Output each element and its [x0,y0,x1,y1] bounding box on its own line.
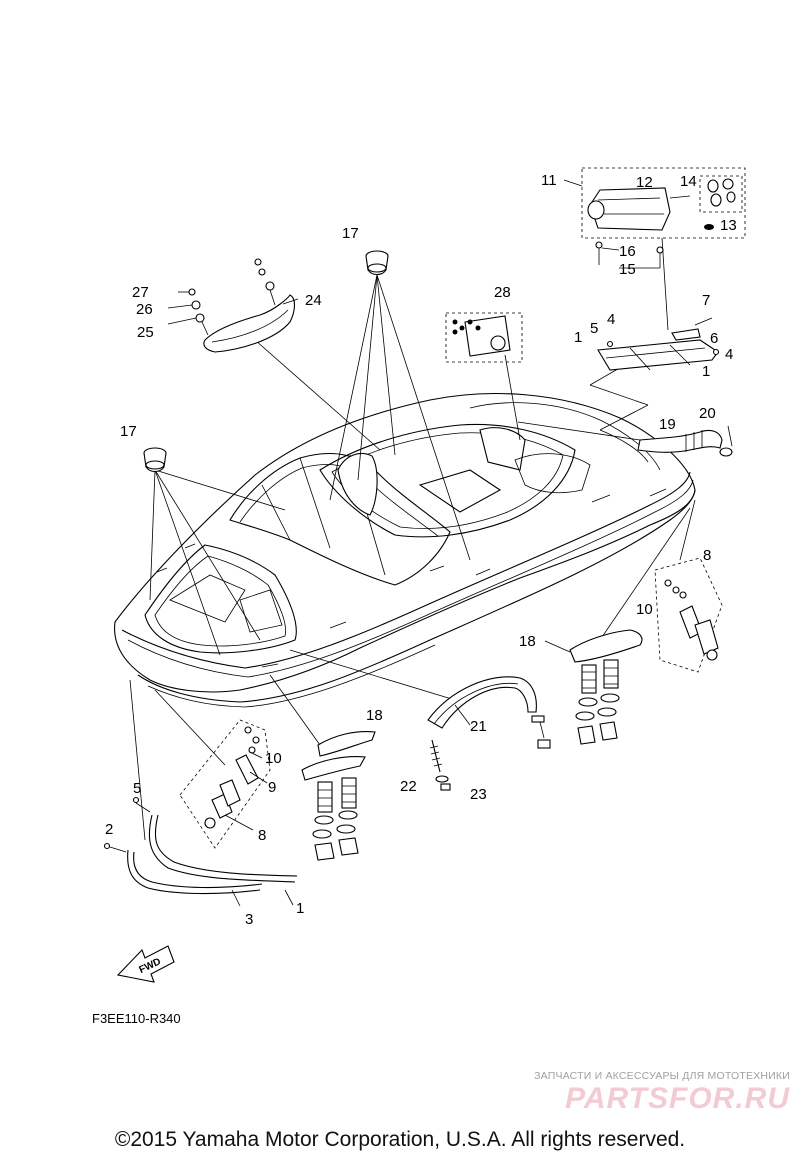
watermark-brand: PARTSFOR.RU [565,1082,790,1115]
callout-7: 7 [702,292,710,309]
callout-2: 2 [105,821,113,838]
leader-lines [129,237,696,841]
screw-16-15 [595,241,664,268]
part-11-assembly [581,167,746,239]
callout-10-left: 10 [265,750,282,767]
boat-hull [114,393,696,708]
callout-15: 15 [619,261,636,278]
callout-24: 24 [305,292,322,309]
drawing-code: F3EE110-R340 [92,1011,181,1026]
callout-10-right: 10 [636,601,653,618]
cup-holder-17 [143,250,389,473]
callout-22: 22 [400,778,417,795]
callout-leaders [167,179,660,907]
mount-brackets [597,317,720,371]
bolt-22-23 [429,739,451,791]
callout-5-top: 5 [590,320,598,337]
callout-1-bottom: 1 [296,900,304,917]
callout-16: 16 [619,243,636,260]
callout-14: 14 [680,173,697,190]
callout-8-left: 8 [258,827,266,844]
callout-9: 9 [268,779,276,796]
watermark-tagline: ЗАПЧАСТИ И АКСЕССУАРЫ ДЛЯ МОТОТЕХНИКИ [534,1070,790,1082]
callout-25: 25 [137,324,154,341]
bracket-assembly-8-left [179,719,271,849]
watermark: ЗАПЧАСТИ И АКСЕССУАРЫ ДЛЯ МОТОТЕХНИКИ PA… [490,1070,790,1116]
callout-1-right: 1 [702,363,710,380]
callout-labels: 11 12 14 13 16 15 17 7 6 4 5 1 4 1 27 26… [105,172,737,928]
rope-seal-1-3 [103,796,298,895]
callout-13: 13 [720,217,737,234]
callout-4-top: 4 [607,311,615,328]
callout-26: 26 [136,301,153,318]
bow-handle-21 [427,676,551,749]
callout-3: 3 [245,911,253,928]
callout-11: 11 [541,172,557,189]
callout-17-top: 17 [342,225,359,242]
callout-8-right: 8 [703,547,711,564]
callout-1-top: 1 [574,329,582,346]
callout-12: 12 [636,174,653,191]
callout-19: 19 [659,416,676,433]
callout-17-left: 17 [120,423,137,440]
callout-6: 6 [710,330,718,347]
callout-5-left: 5 [133,780,141,797]
callout-28: 28 [494,284,511,301]
grab-handle-24 [188,258,296,353]
callout-18-left: 18 [366,707,383,724]
copyright-notice: ©2015 Yamaha Motor Corporation, U.S.A. A… [114,1128,686,1151]
cleat-18-right [569,629,643,745]
callout-4-right: 4 [725,346,733,363]
hose-19-20 [637,425,733,457]
part-28-assembly [445,312,523,363]
callout-27: 27 [132,284,149,301]
callout-23: 23 [470,786,487,803]
callout-18-right: 18 [519,633,536,650]
fwd-arrow: FWD [116,945,175,983]
bracket-assembly-8-right [654,557,723,673]
callout-20: 20 [699,405,716,422]
cleat-18-left [301,731,376,861]
callout-21: 21 [470,718,487,735]
